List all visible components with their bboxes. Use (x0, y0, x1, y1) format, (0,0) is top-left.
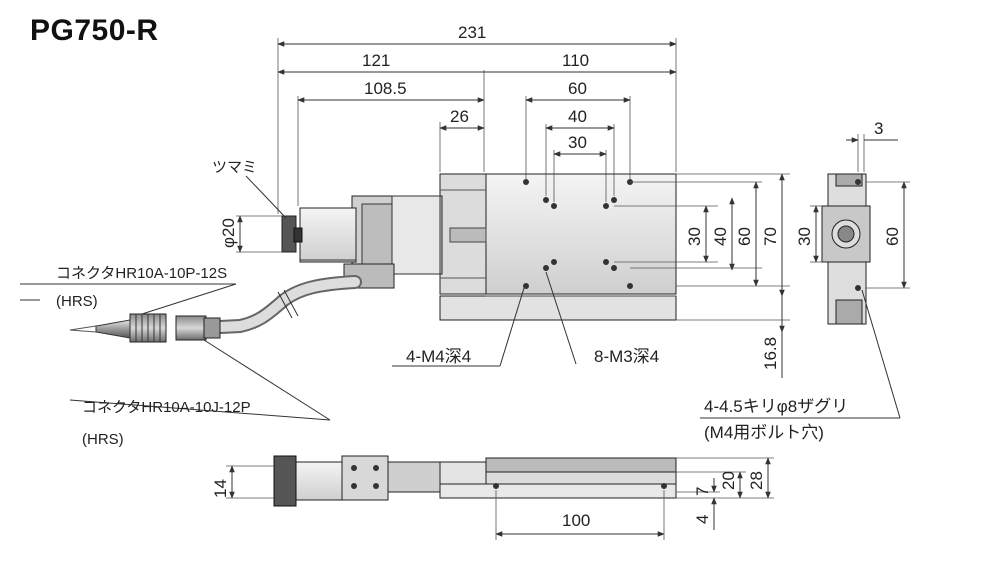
label-m3: 8-M3深4 (594, 347, 659, 366)
dim-70-v: 70 (761, 227, 780, 246)
dim-7: 7 (693, 487, 712, 496)
dim-30-top: 30 (568, 133, 587, 152)
stage-side-view (821, 173, 871, 325)
dim-60-top: 60 (568, 79, 587, 98)
stage-front-view (273, 455, 677, 507)
dim-60-v: 60 (735, 227, 754, 246)
drawing-title: PG750-R (30, 14, 159, 47)
dim-20-b: 20 (719, 471, 738, 490)
leader-lines (20, 175, 901, 421)
label-m4: 4-M4深4 (406, 347, 471, 366)
dim-30-v: 30 (685, 227, 704, 246)
label-connector-p: コネクタHR10A-10P-12S (56, 265, 227, 282)
dim-26: 26 (450, 107, 469, 126)
dim-30-side: 30 (795, 227, 814, 246)
label-bolt: (M4用ボルト穴) (704, 423, 824, 442)
connector-j (175, 315, 207, 341)
dim-16-8: 16.8 (761, 337, 780, 370)
label-hrs-2: (HRS) (82, 431, 124, 448)
label-kiri: 4-4.5キリφ8ザグリ (704, 397, 848, 416)
stage-table (483, 173, 677, 295)
dim-40-v: 40 (711, 227, 730, 246)
dimension-lines (226, 38, 910, 540)
dim-108-5: 108.5 (364, 79, 407, 98)
dim-121: 121 (362, 51, 390, 70)
dim-4: 4 (693, 515, 712, 524)
mounting-holes (523, 179, 633, 289)
label-connector-j: コネクタHR10A-10J-12P (82, 399, 251, 416)
stage-top-view (281, 173, 677, 321)
dim-231: 231 (458, 23, 486, 42)
dim-40-top: 40 (568, 107, 587, 126)
dim-3: 3 (874, 119, 883, 138)
motor (299, 207, 357, 263)
dim-14: 14 (211, 479, 230, 498)
label-knob: ツマミ (212, 159, 257, 176)
dim-phi20: φ20 (219, 218, 238, 248)
dim-110: 110 (562, 51, 589, 70)
dim-100: 100 (562, 511, 590, 530)
cable-assembly (69, 275, 362, 343)
dim-60-side: 60 (883, 227, 902, 246)
label-hrs-1: (HRS) (56, 293, 98, 310)
dim-28: 28 (747, 471, 766, 490)
